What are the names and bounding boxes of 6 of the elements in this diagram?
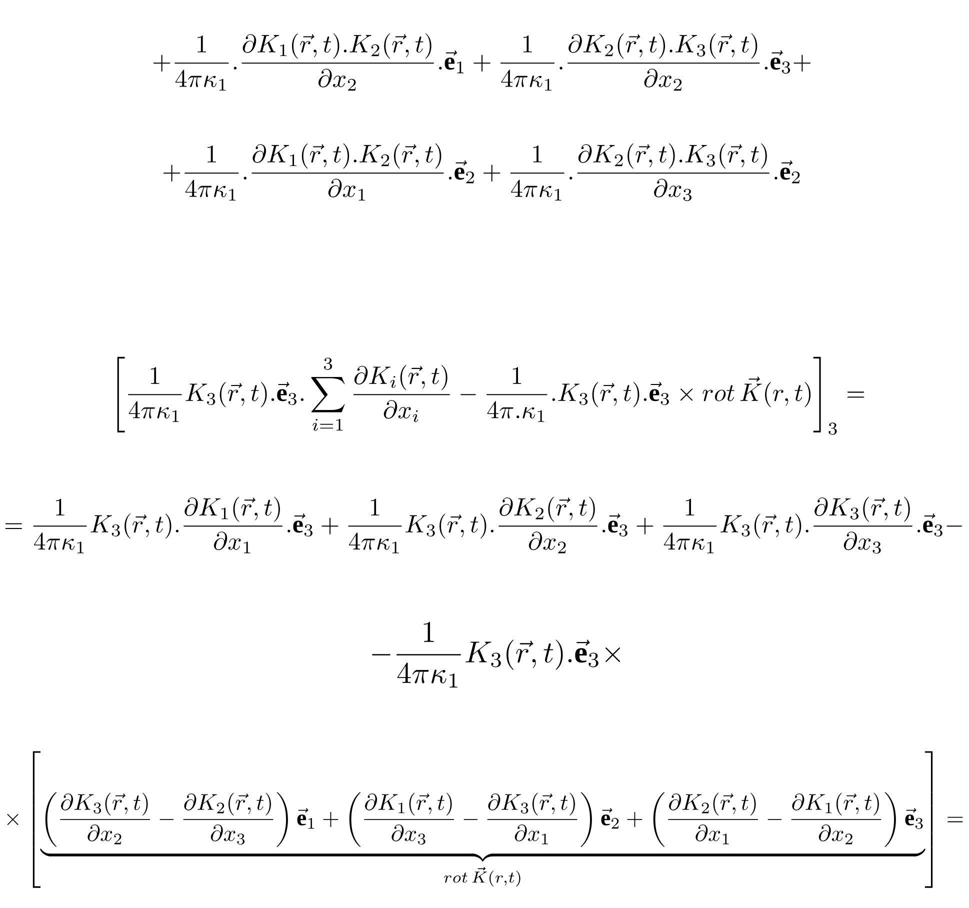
equation: $\times\left[\underbrace{\left(\frac{\partial K_3(\vec{r},t)}{\partial x_2}-\frac{\partial K_2(\vec{r},t)}{\partial x_3}\right)\vec{\mathbf{e}}_1+\left(\frac{\partial K_1(\vec{r},t)}{\partial x_3}-\frac{\partial K_3(\vec{r},t)}{\partial x_1}\right)\vec{\mathbf{e}}_2+\left(\frac{\partial K_2(\vec{r},t)}{\partial x_1}-\frac{\partial K_1(\vec{r},t)}{\partial x_2}\right)\vec{\mathbf{e}}_3}_{rot\,\vec{K}(r,t)}\right]=$ bbox=[7, 751, 963, 888]
equation: $+\frac{1}{4\pi\kappa_1}.\frac{\partial K_1(\vec{r},t).K_2(\vec{r},t)}{\partial x_1}.\vec{\mathbf{e}}_2+\frac{1}{4\pi\kappa_1}.\frac{\partial K_2(\vec{r},t).K_3(\vec{r},t)}{\partial x_3}.\vec{\mathbf{e}}_2$ bbox=[163, 143, 800, 201]
equation: $\left[\frac{1}{4\pi\kappa_1}K_3(\vec{r},t).\vec{\mathbf{e}}_3.\sum_{i=1}^{3}\frac{\partial K_i(\vec{r},t)}{\partial x_i}-\frac{1}{4\pi.\kappa_1}.K_3(\vec{r},t).\vec{\mathbf{e}}_3\times rot\,\vec{K}(r,t)\right]_3=$ bbox=[117, 356, 864, 435]
equation: $=\frac{1}{4\pi\kappa_1}K_3(\vec{r},t).\frac{\partial K_1(\vec{r},t)}{\partial x_1}.\vec{\mathbf{e}}_3+\frac{1}{4\pi\kappa_1}K_3(\vec{r},t).\frac{\partial K_2(\vec{r},t)}{\partial x_2}.\vec{\mathbf{e}}_3+\frac{1}{4\pi\kappa_1}K_3(\vec{r},t).\frac{\partial K_3(\vec{r},t)}{\partial x_3}.\vec{\mathbf{e}}_3-$ bbox=[5, 496, 962, 554]
equation: $-\frac{1}{4\pi\kappa_1}K_3(\vec{r},t).\vec{\mathbf{e}}_3\times$ bbox=[372, 622, 620, 688]
equation: $+\frac{1}{4\pi\kappa_1}.\frac{\partial K_1(\vec{r},t).K_2(\vec{r},t)}{\partial x_2}.\vec{\mathbf{e}}_1+\frac{1}{4\pi\kappa_1}.\frac{\partial K_2(\vec{r},t).K_3(\vec{r},t)}{\partial x_2}.\vec{\mathbf{e}}_3+$ bbox=[153, 33, 811, 91]
